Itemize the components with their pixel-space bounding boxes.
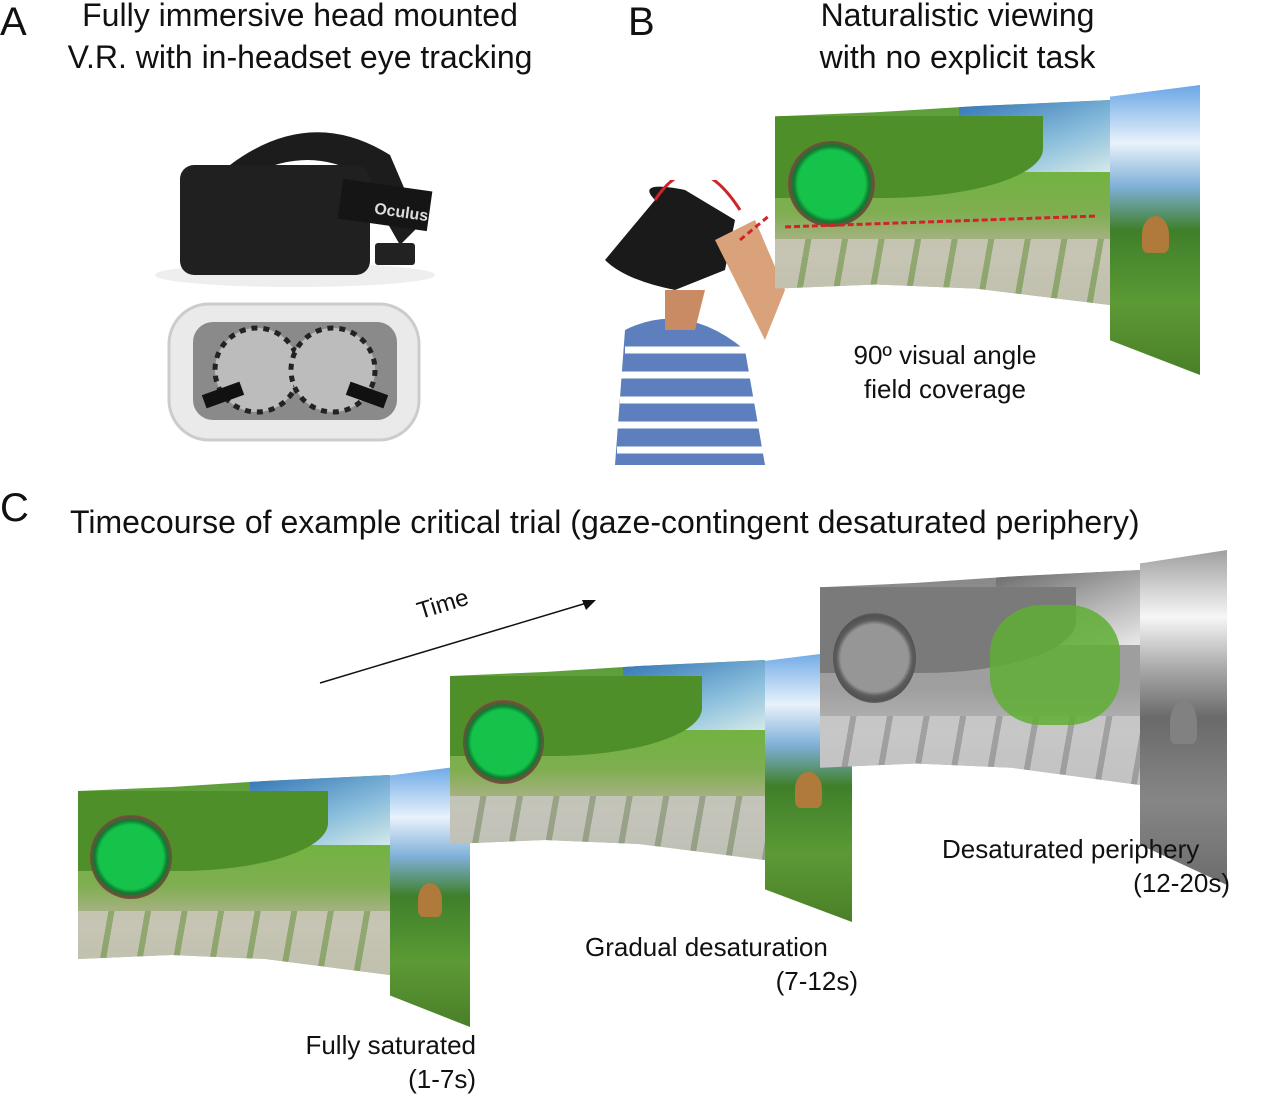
eye-tracker-lens-image bbox=[167, 302, 421, 442]
time-arrow bbox=[319, 600, 596, 684]
panel-a-label: A bbox=[0, 0, 27, 44]
stage-1-caption: Fully saturated (1-7s) bbox=[200, 1028, 476, 1096]
stage-3-caption: Desaturated periphery (12-20s) bbox=[930, 832, 1230, 900]
viewer-person-illustration bbox=[605, 180, 785, 465]
stage-2-time: (7-12s) bbox=[775, 966, 858, 996]
vr-headset-image: Oculus bbox=[155, 132, 435, 287]
panel-b-label: B bbox=[628, 0, 655, 44]
panel-b-title-line1: Naturalistic viewing bbox=[820, 0, 1095, 33]
panel-b-caption: 90º visual angle field coverage bbox=[800, 338, 1090, 406]
stage-3-name: Desaturated periphery bbox=[942, 834, 1200, 864]
panorama-b bbox=[775, 85, 1200, 375]
stage-2-name: Gradual desaturation bbox=[585, 932, 828, 962]
caption-line2: field coverage bbox=[864, 374, 1026, 404]
stage-3-time: (12-20s) bbox=[1133, 868, 1230, 898]
foveal-color-region bbox=[990, 605, 1120, 725]
panel-a-title-line1: Fully immersive head mounted bbox=[82, 0, 518, 33]
panorama-gradual-desaturation bbox=[450, 650, 853, 922]
panel-a-title: Fully immersive head mounted V.R. with i… bbox=[20, 0, 580, 78]
panel-c-label: C bbox=[0, 486, 29, 530]
stage-1-time: (1-7s) bbox=[408, 1064, 476, 1094]
panel-b-title-line2: with no explicit task bbox=[819, 39, 1096, 75]
panel-b-title: Naturalistic viewing with no explicit ta… bbox=[760, 0, 1155, 78]
caption-line1: 90º visual angle bbox=[853, 340, 1037, 370]
panel-a-title-line2: V.R. with in-headset eye tracking bbox=[67, 39, 533, 75]
panorama-fully-saturated bbox=[78, 765, 473, 1027]
head-rotation-arrow bbox=[653, 180, 742, 211]
stage-1-name: Fully saturated bbox=[305, 1030, 476, 1060]
stage-2-caption: Gradual desaturation (7-12s) bbox=[560, 930, 858, 998]
panel-c-title: Timecourse of example critical trial (ga… bbox=[70, 504, 1140, 540]
